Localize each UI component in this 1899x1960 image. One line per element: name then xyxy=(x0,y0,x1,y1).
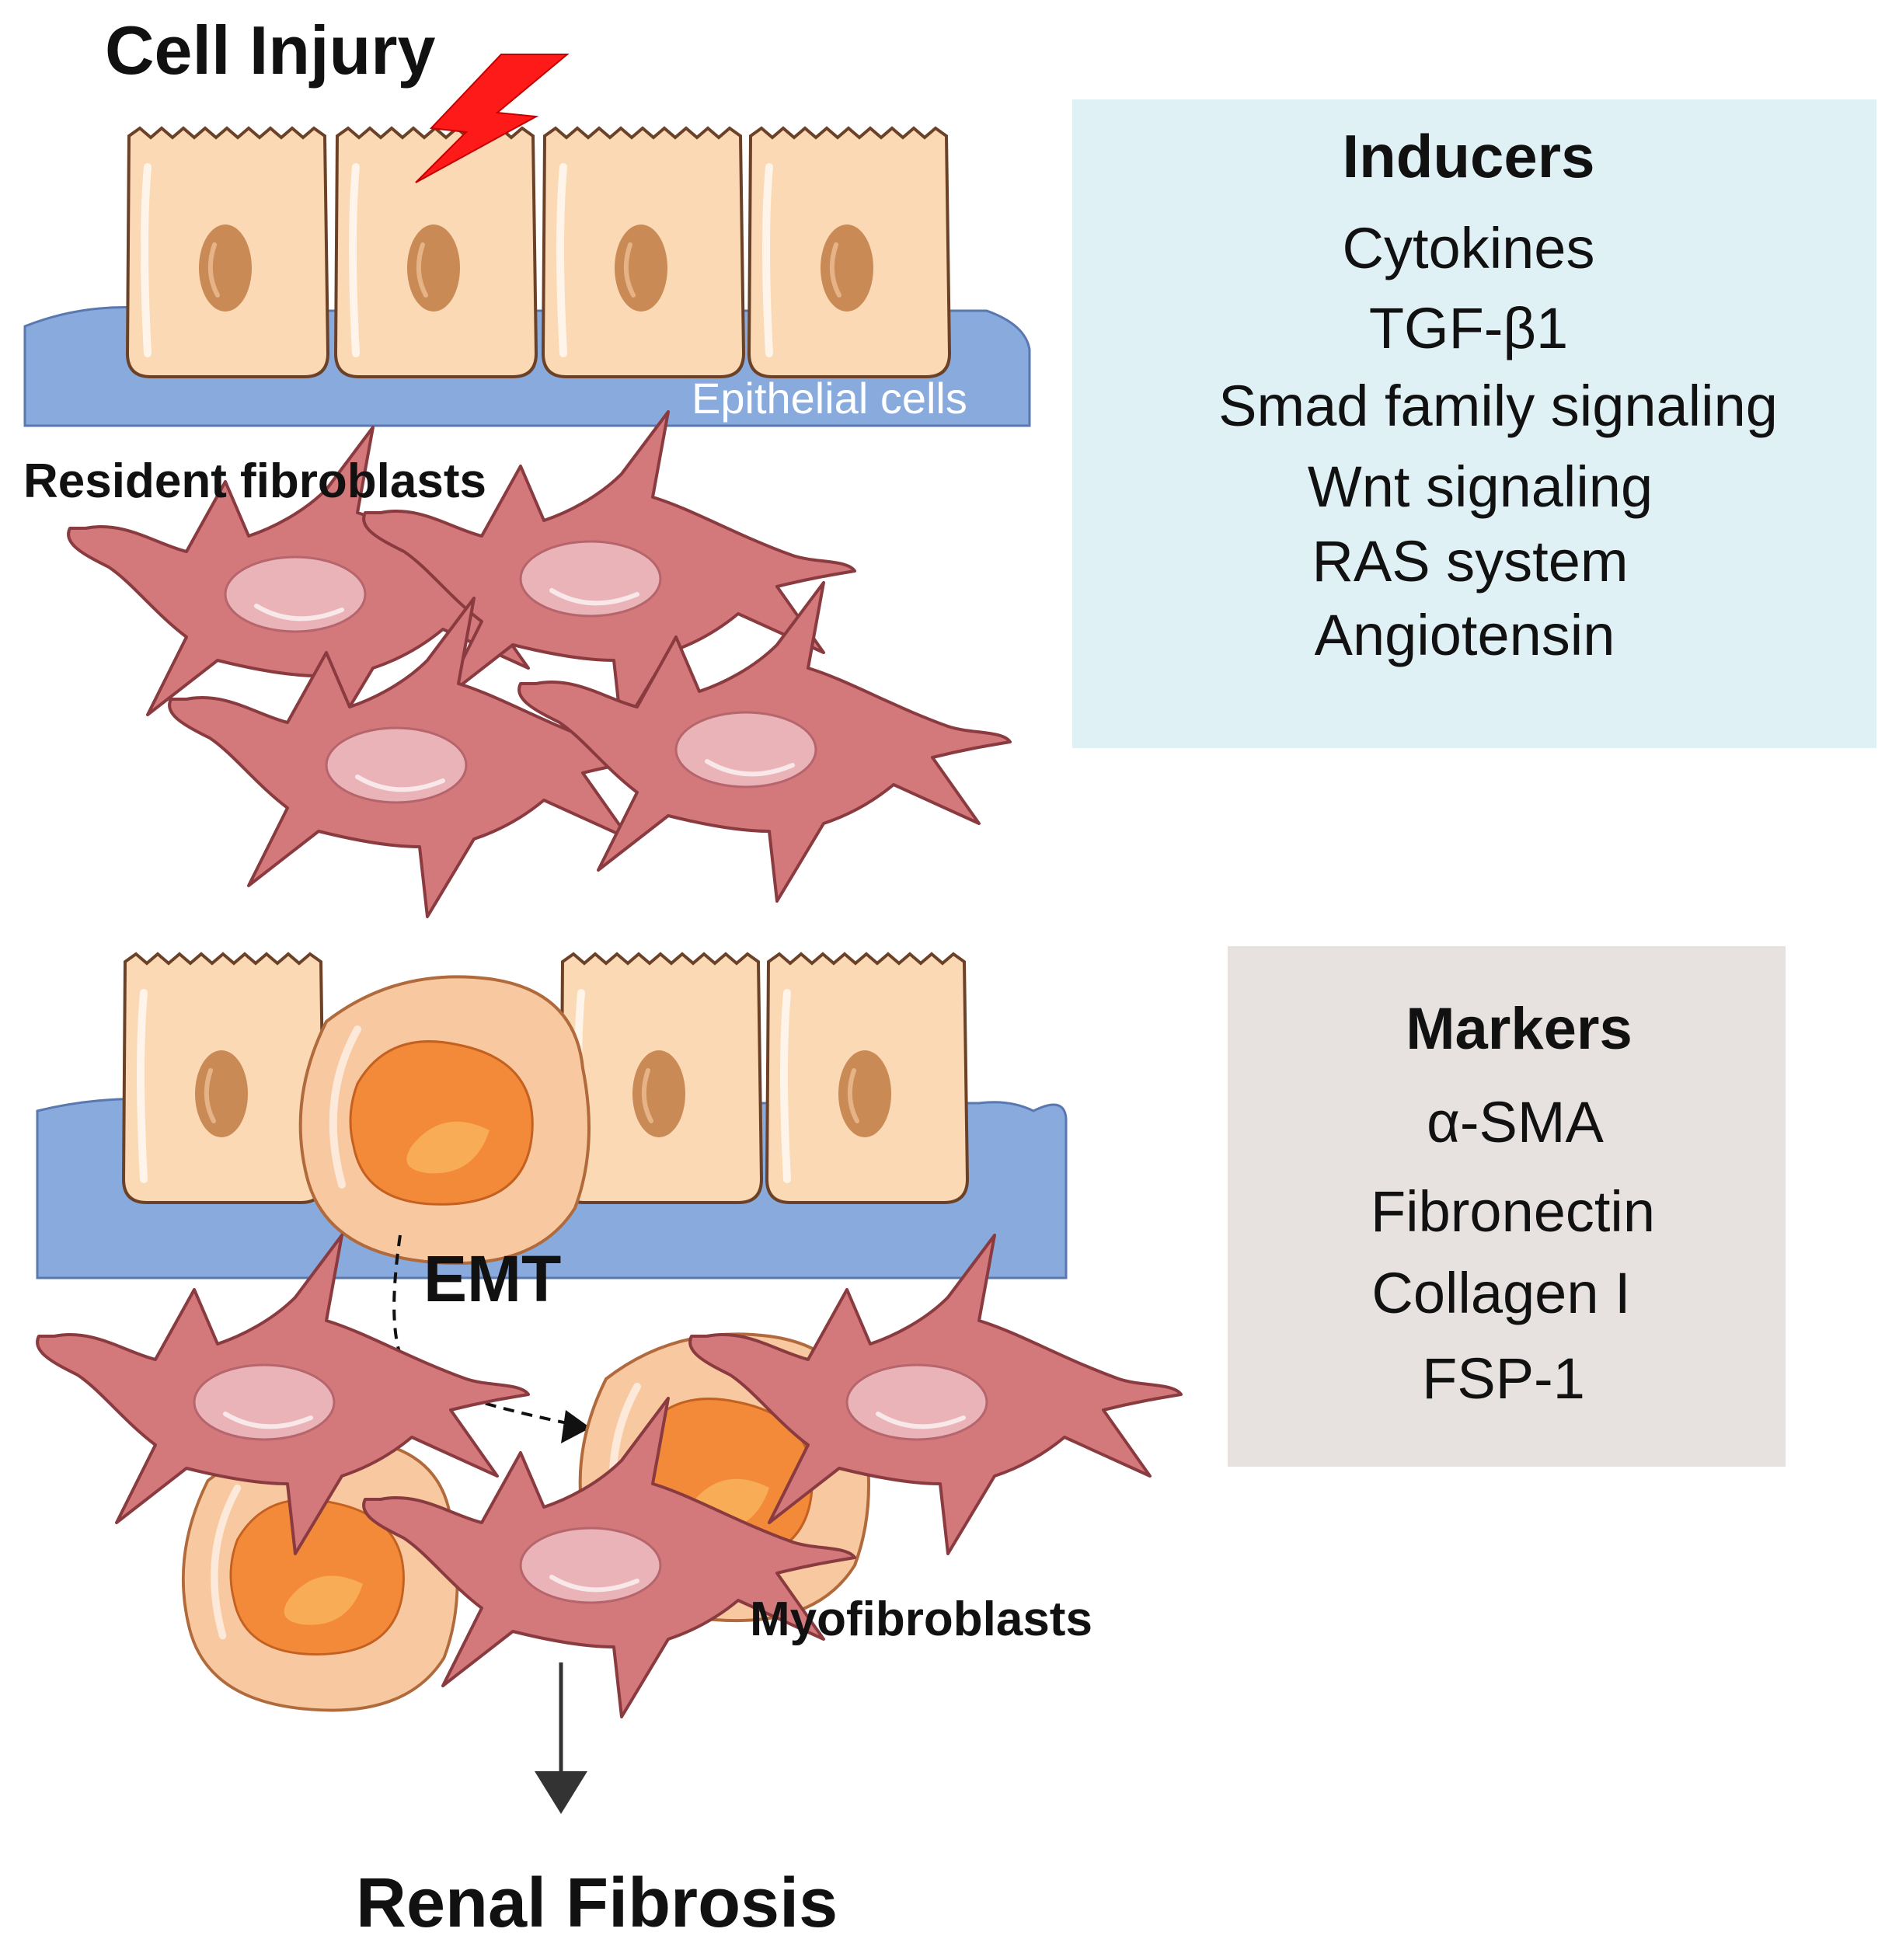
epithelial-cell-1 xyxy=(127,128,328,377)
epithelial-cells-label: Epithelial cells xyxy=(692,374,967,423)
epithelial-cell-3 xyxy=(543,128,744,377)
inducers-title: Inducers xyxy=(1342,122,1594,190)
emt-arrowhead-icon xyxy=(561,1410,591,1443)
marker-item: FSP-1 xyxy=(1422,1346,1585,1411)
myofibroblasts-label: Myofibroblasts xyxy=(750,1593,1092,1646)
epithelial-cell-5 xyxy=(124,954,324,1203)
resident-fibroblasts-label: Resident fibroblasts xyxy=(23,454,486,508)
epithelial-cell-7 xyxy=(767,954,967,1203)
inducers-box xyxy=(1072,99,1876,748)
cell-injury-label: Cell Injury xyxy=(105,12,435,89)
epithelial-cell-6 xyxy=(561,954,761,1203)
inducer-item: Angiotensin xyxy=(1315,603,1615,667)
fibrosis-arrowhead-icon xyxy=(535,1771,587,1814)
marker-item: Collagen I xyxy=(1371,1261,1630,1325)
markers-box xyxy=(1228,946,1786,1467)
lightning-bolt-icon xyxy=(415,54,570,183)
marker-item: Fibronectin xyxy=(1371,1179,1655,1244)
inducer-item: Cytokines xyxy=(1343,216,1595,280)
emt-label: EMT xyxy=(423,1242,561,1315)
inducer-item: TGF-β1 xyxy=(1369,296,1568,360)
marker-item: α-SMA xyxy=(1427,1090,1604,1154)
inducer-item: Wnt signaling xyxy=(1308,454,1653,519)
inducer-item: RAS system xyxy=(1312,529,1628,594)
epithelial-cell-4 xyxy=(749,128,950,377)
inducer-item: Smad family signaling xyxy=(1218,374,1778,438)
renal-fibrosis-label: Renal Fibrosis xyxy=(356,1864,838,1942)
markers-title: Markers xyxy=(1406,996,1632,1062)
transitioning-cell xyxy=(301,977,589,1263)
